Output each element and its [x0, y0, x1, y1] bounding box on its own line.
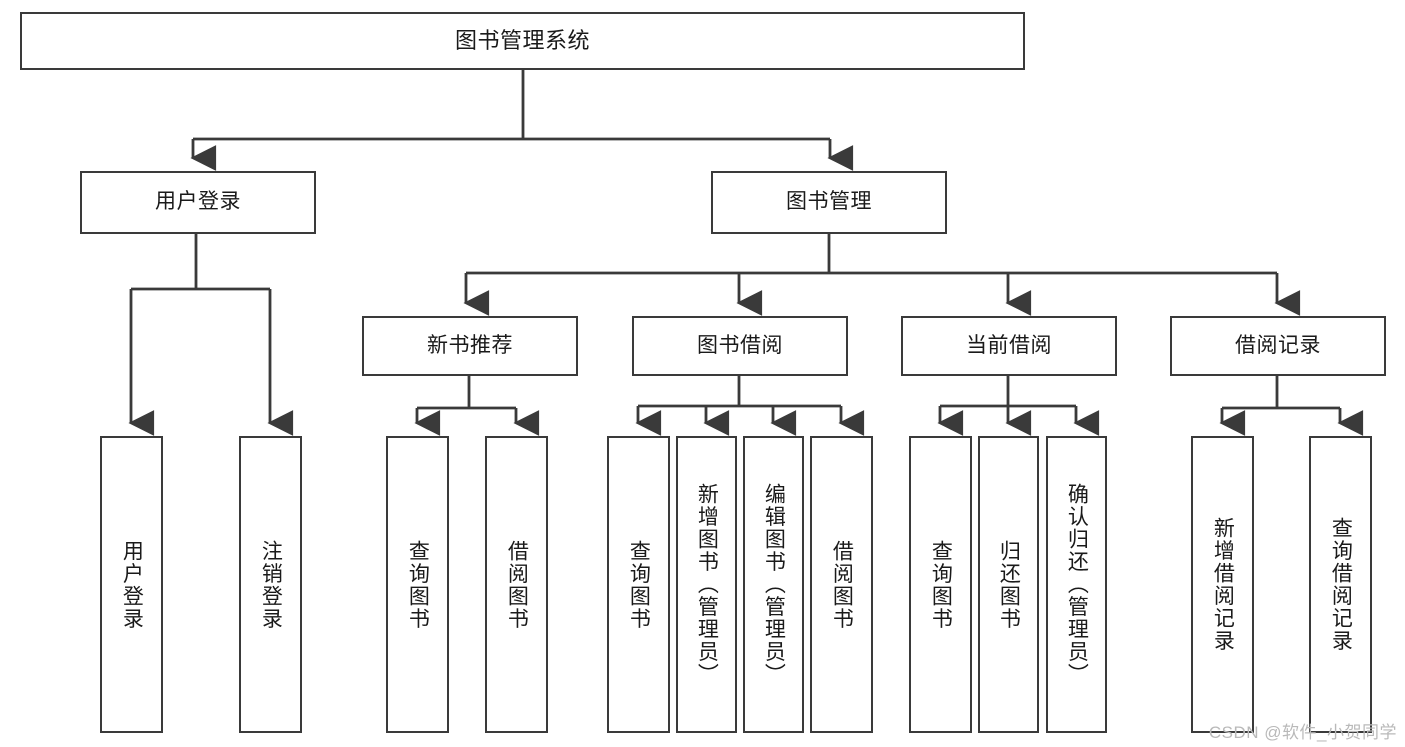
node-leaf-user-login[interactable]: 用户登录 [100, 436, 163, 733]
node-root[interactable]: 图书管理系统 [20, 12, 1025, 70]
node-leaf-add-book[interactable]: 新增图书（管理员） [676, 436, 737, 733]
node-leaf-query-book-3[interactable]: 查询图书 [909, 436, 972, 733]
node-leaf-add-book-label: 新增图书（管理员） [695, 483, 719, 686]
csdn-watermark: CSDN @软件_小贺同学 [1208, 723, 1397, 742]
node-leaf-query-book-3-label: 查询图书 [929, 539, 953, 630]
node-leaf-borrow-book-2[interactable]: 借阅图书 [810, 436, 873, 733]
node-leaf-add-record[interactable]: 新增借阅记录 [1191, 436, 1254, 733]
node-user-login-label: 用户登录 [155, 190, 241, 214]
node-leaf-logout-label: 注销登录 [259, 539, 283, 630]
node-leaf-query-book-1-label: 查询图书 [406, 539, 430, 630]
node-leaf-return-book-label: 归还图书 [997, 539, 1021, 630]
node-leaf-borrow-book-2-label: 借阅图书 [830, 539, 854, 630]
node-leaf-edit-book-label: 编辑图书（管理员） [762, 483, 786, 686]
node-book-borrow[interactable]: 图书借阅 [632, 316, 848, 376]
node-book-borrow-label: 图书借阅 [697, 333, 783, 357]
node-leaf-borrow-book-1-label: 借阅图书 [505, 539, 529, 630]
node-leaf-query-record-label: 查询借阅记录 [1329, 517, 1353, 652]
node-current-borrow[interactable]: 当前借阅 [901, 316, 1117, 376]
node-book-manage-label: 图书管理 [786, 190, 872, 214]
node-leaf-query-book-1[interactable]: 查询图书 [386, 436, 449, 733]
node-leaf-query-record[interactable]: 查询借阅记录 [1309, 436, 1372, 733]
node-leaf-query-book-2-label: 查询图书 [627, 539, 651, 630]
node-leaf-return-book[interactable]: 归还图书 [978, 436, 1039, 733]
node-leaf-borrow-book-1[interactable]: 借阅图书 [485, 436, 548, 733]
node-leaf-logout[interactable]: 注销登录 [239, 436, 302, 733]
node-leaf-confirm-return[interactable]: 确认归还（管理员） [1046, 436, 1107, 733]
node-new-book-recommend-label: 新书推荐 [427, 333, 513, 357]
node-leaf-user-login-label: 用户登录 [120, 539, 144, 630]
node-leaf-edit-book[interactable]: 编辑图书（管理员） [743, 436, 804, 733]
node-leaf-add-record-label: 新增借阅记录 [1211, 517, 1235, 652]
node-borrow-record[interactable]: 借阅记录 [1170, 316, 1386, 376]
node-leaf-query-book-2[interactable]: 查询图书 [607, 436, 670, 733]
node-new-book-recommend[interactable]: 新书推荐 [362, 316, 578, 376]
node-book-manage[interactable]: 图书管理 [711, 171, 947, 234]
node-borrow-record-label: 借阅记录 [1235, 333, 1321, 357]
node-root-label: 图书管理系统 [454, 28, 590, 54]
node-user-login[interactable]: 用户登录 [80, 171, 316, 234]
node-current-borrow-label: 当前借阅 [966, 333, 1052, 357]
node-leaf-confirm-return-label: 确认归还（管理员） [1065, 483, 1089, 686]
